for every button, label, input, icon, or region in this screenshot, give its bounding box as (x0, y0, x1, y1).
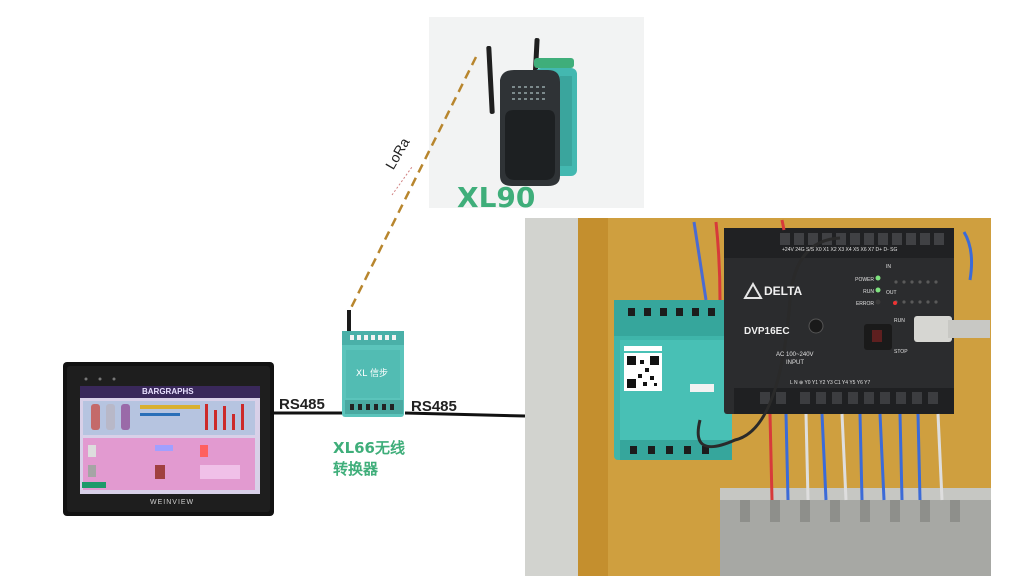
xl66-label-line1: XL66无线 (333, 439, 405, 457)
rs485-left-label: RS485 (279, 396, 325, 413)
plc-status-labels: POWER RUN ERROR (852, 274, 874, 310)
plc-input-label: INPUT (786, 360, 804, 366)
hmi-screen-title: BARGRAPHS (142, 387, 194, 396)
cabinet-photo (525, 218, 991, 576)
plc-brand: DELTA (764, 284, 803, 298)
converter-print: XL 信步 (356, 369, 389, 379)
plc-status-power: POWER (855, 277, 874, 283)
plc-model: DVP16EC (744, 326, 790, 337)
plc-power-rating: AC 100~240V (776, 352, 814, 358)
plc-status-run: RUN (863, 289, 874, 295)
plc-terminals-top: +24V 24G S/S X0 X1 X2 X3 X4 X5 X6 X7 D+ … (782, 247, 898, 253)
hmi-brand: WEINVIEW (150, 499, 195, 506)
xl66-converter (342, 310, 404, 417)
xl66-label-line2: 转换器 (333, 460, 379, 478)
xl90-photo (429, 17, 644, 208)
xl90-label: XL90 (457, 181, 536, 214)
rs485-right-label: RS485 (411, 398, 457, 415)
lora-link-line (347, 56, 478, 313)
plc-status-error: ERROR (855, 301, 874, 307)
rs485-cable-right (404, 411, 526, 418)
plc-io-out: OUT (886, 290, 897, 296)
lora-underline (391, 166, 413, 196)
plc-terminals-bottom: L N ⊕ Y0 Y1 Y2 Y3 C1 Y4 Y5 Y6 Y7 (790, 380, 871, 386)
plc-io-in: IN (886, 264, 891, 270)
hmi-panel (63, 362, 274, 516)
plc-switch-stop: STOP (894, 349, 908, 355)
plc-switch-run: RUN (894, 318, 905, 324)
